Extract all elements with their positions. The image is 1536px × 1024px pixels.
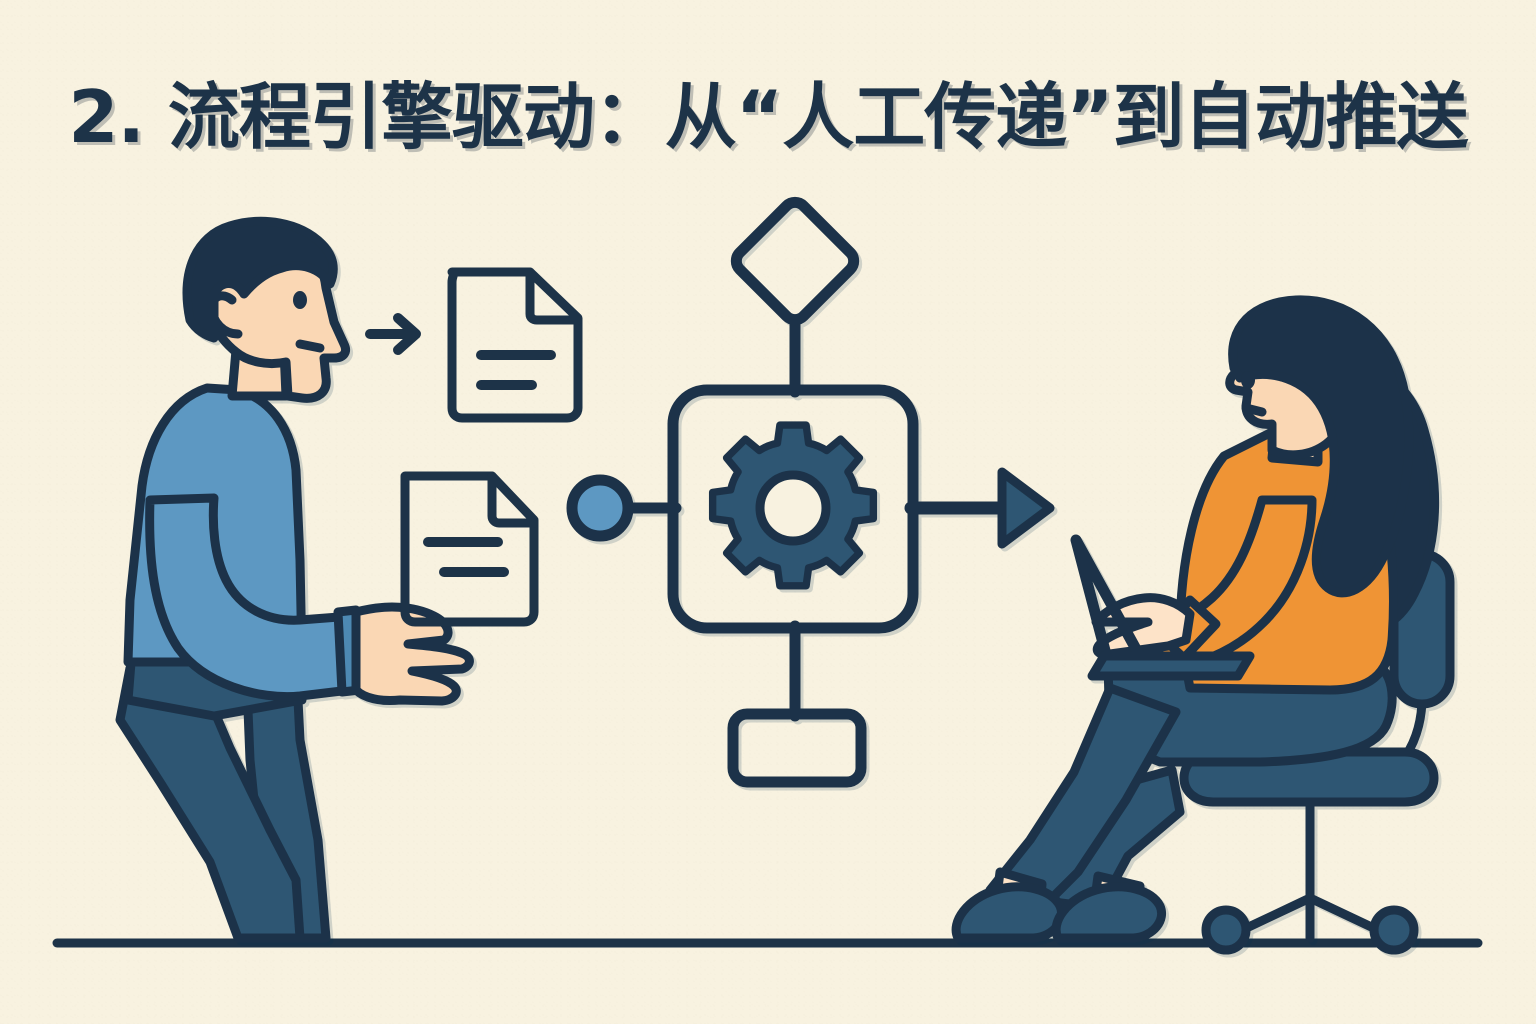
page-title: 2. 流程引擎驱动：从“人工传递”到自动推送 (68, 75, 1468, 159)
woman-mouth (1241, 403, 1267, 417)
decision-diamond-node (730, 196, 860, 326)
person-at-laptop (951, 295, 1455, 955)
man-front-leg (115, 663, 305, 943)
gear-icon (708, 421, 878, 590)
document-icon-top (447, 267, 583, 423)
gear-center-hole (755, 470, 831, 546)
woman-front-foot (951, 867, 1066, 943)
man-eye (293, 291, 307, 309)
arrow-small-right (365, 313, 421, 355)
document-fold-corner (525, 267, 583, 325)
woman-back-foot (1051, 871, 1166, 943)
man-hair (182, 216, 338, 343)
man-arm (145, 493, 357, 702)
output-rect-node (727, 708, 867, 788)
office-chair-base (1201, 785, 1419, 955)
document-outline (400, 471, 539, 627)
document-fold-corner (487, 471, 539, 528)
person-handing-document (115, 216, 474, 943)
man-mouth (295, 339, 325, 353)
laptop (1070, 534, 1255, 681)
chair-wheel-left (1201, 905, 1251, 955)
document-icon-handed (400, 471, 539, 627)
man-hand (351, 602, 474, 706)
process-engine-flowchart (566, 196, 1055, 788)
start-circle-node (566, 474, 634, 542)
laptop-keyboard-base (1087, 651, 1255, 681)
woman-eye (1241, 371, 1255, 389)
woman-hair-front (1228, 295, 1414, 598)
chair-wheel-right (1369, 905, 1419, 955)
arrow-large-right (904, 467, 1055, 549)
document-outline (447, 267, 583, 423)
